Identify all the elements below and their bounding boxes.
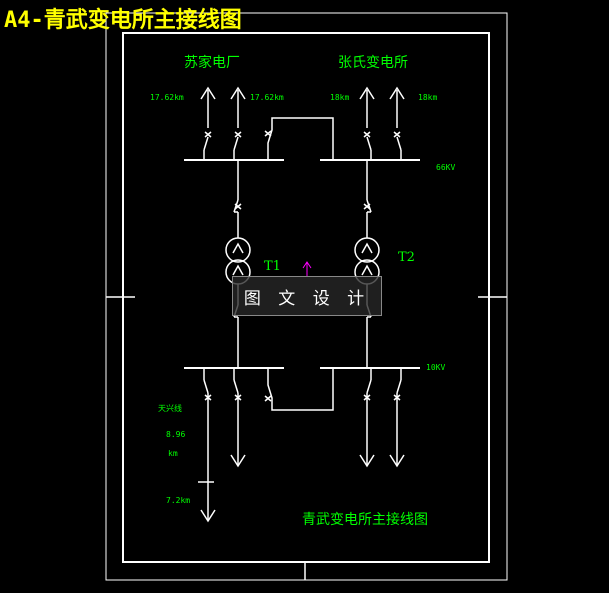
diagram-caption: 青武变电所主接线图 <box>302 512 428 528</box>
watermark-box: 图 文 设 计 <box>232 276 382 316</box>
label-voltage-10kv: 10KV <box>426 363 446 372</box>
label-voltage-66kv: 66KV <box>436 163 456 172</box>
label-line-distance-a: 8.96 <box>166 430 186 439</box>
feeder-down-2 <box>230 368 246 468</box>
feeder-down-4 <box>389 368 405 468</box>
bus-tie-10kv <box>264 368 334 411</box>
watermark-text: 图 文 设 计 <box>243 288 371 309</box>
transformer-t1-coil-upper <box>225 237 251 263</box>
label-station-right: 张氏变电所 <box>338 55 408 71</box>
label-line-distance-b: 7.2km <box>166 496 191 505</box>
label-line-distance-a-unit: km <box>168 449 178 458</box>
feeder-up-3 <box>359 86 375 160</box>
label-line-name: 天兴线 <box>158 404 182 413</box>
feeder-up-1 <box>200 86 216 160</box>
label-plant-left: 苏家电厂 <box>184 55 240 71</box>
label-transformer-t1: T1 <box>264 259 281 274</box>
page-title: A4-青武变电所主接线图 <box>4 8 242 33</box>
transformer-t2-coil-upper <box>354 237 380 263</box>
feeder-up-4 <box>389 86 405 160</box>
transformer-t2-branch <box>354 160 380 368</box>
transformer-t1-branch <box>225 160 251 368</box>
label-distance-2: 17.62km <box>250 93 284 102</box>
bus-tie-66kv <box>264 117 334 160</box>
label-distance-4: 18km <box>418 93 438 102</box>
feeder-down-3 <box>359 368 375 468</box>
feeder-up-2 <box>230 86 246 160</box>
feeder-down-1 <box>198 368 216 523</box>
label-distance-1: 17.62km <box>150 93 184 102</box>
label-distance-3: 18km <box>330 93 350 102</box>
cursor-marker <box>302 261 312 276</box>
label-transformer-t2: T2 <box>398 250 415 265</box>
